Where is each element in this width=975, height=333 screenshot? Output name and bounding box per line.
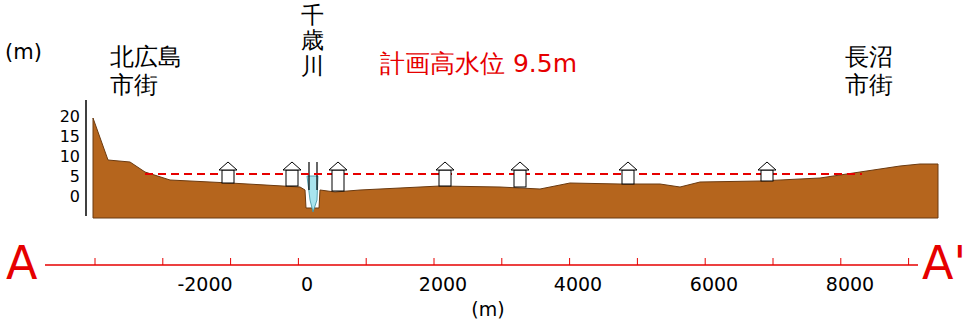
levee-post [316, 162, 317, 190]
section-mark: A' [922, 237, 966, 290]
axis-tick [298, 258, 299, 265]
axis-tick [501, 258, 502, 265]
house-body [761, 170, 773, 181]
house-roof [436, 162, 454, 170]
ground-profile [93, 118, 938, 218]
axis-tick [230, 258, 231, 265]
axis-tick [434, 258, 435, 265]
axis-value: 20 [60, 109, 80, 125]
house-body [622, 170, 634, 184]
axis-tick [773, 258, 774, 265]
house-body [332, 170, 344, 191]
house-body [286, 170, 298, 186]
axis-value: -2000 [177, 274, 232, 296]
axis-tick [95, 258, 96, 265]
house-roof [758, 162, 776, 170]
axis-value: 5 [70, 169, 80, 185]
axis-value: 8000 [826, 274, 874, 296]
axis-unit: (m) [5, 40, 42, 64]
axis-value: 10 [60, 149, 80, 165]
river-name: 千歳川 [301, 3, 324, 79]
water-level-label: 計画高水位 9.5m [380, 50, 577, 79]
house-roof [329, 162, 347, 170]
axis-tick [569, 258, 570, 265]
house-roof [283, 162, 301, 170]
place-name: 長沼 市街 [845, 44, 907, 99]
axis-tick [908, 258, 909, 265]
axis-tick [840, 258, 841, 265]
house-roof [511, 162, 529, 170]
axis-value: 4000 [554, 274, 602, 296]
place-name: 北広島 市街 [110, 44, 184, 99]
levee-post [308, 162, 309, 190]
axis-tick [366, 258, 367, 265]
house-body [439, 170, 451, 186]
axis-value: 6000 [690, 274, 738, 296]
house-body [514, 170, 526, 187]
house-roof [219, 162, 237, 170]
axis-tick [162, 258, 163, 265]
axis-value: 0 [70, 189, 80, 205]
section-mark: A [6, 237, 37, 290]
house-body [222, 170, 234, 183]
high-water-line [145, 173, 862, 175]
axis-tick [637, 258, 638, 265]
axis-value: 15 [60, 129, 80, 145]
y-axis [85, 100, 87, 216]
axis-value: 2000 [419, 274, 467, 296]
axis-tick [705, 258, 706, 265]
section-line [45, 264, 918, 266]
axis-value: 0 [301, 274, 313, 296]
axis-unit: (m) [471, 299, 504, 321]
houses [219, 162, 776, 191]
house-roof [619, 162, 637, 170]
axis-ticks [95, 258, 975, 265]
